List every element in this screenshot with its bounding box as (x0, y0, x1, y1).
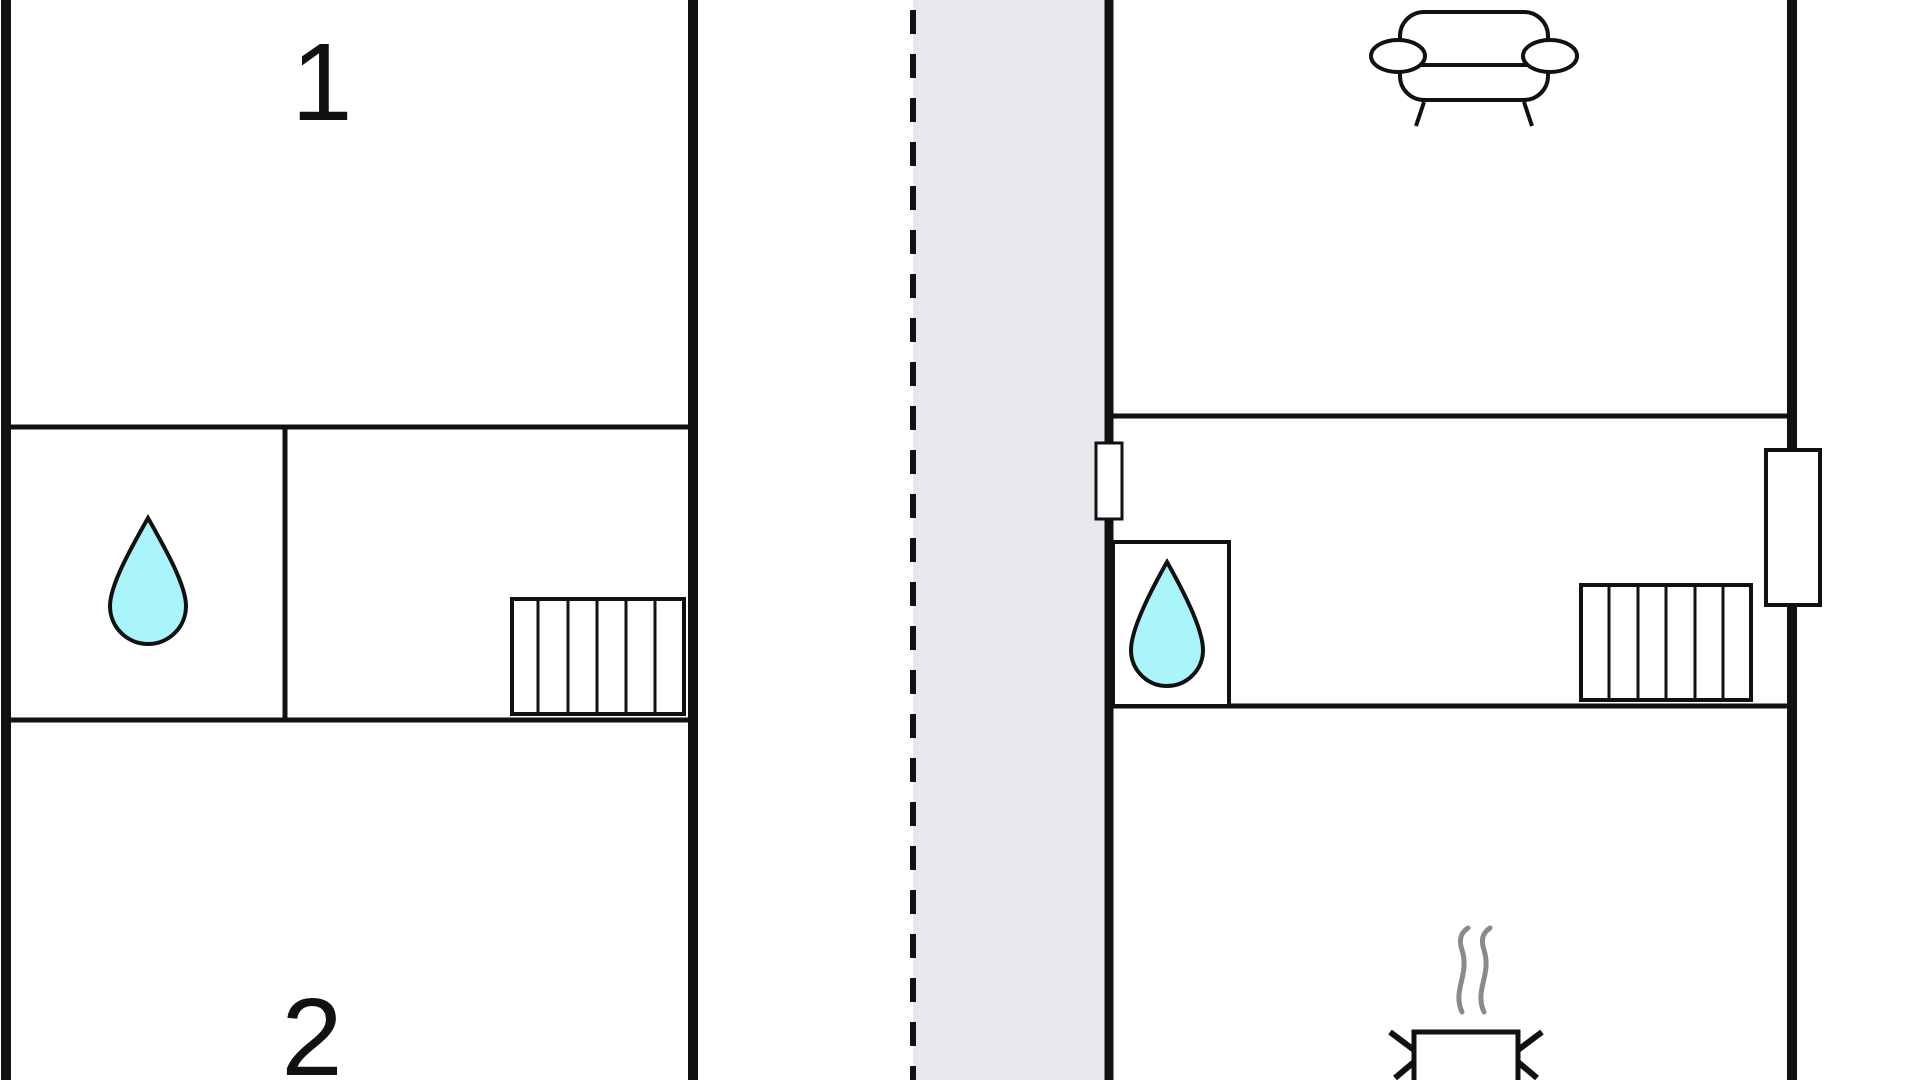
bathroom-water-drop-icon (107, 513, 189, 646)
radiator-heater-icon (510, 597, 686, 716)
door-icon (1764, 448, 1822, 607)
sofa-living-room-icon (1369, 10, 1579, 127)
door-icon (1094, 441, 1124, 521)
room-number-2: 2 (281, 976, 342, 1080)
corridor-area (913, 0, 1106, 1080)
left-unit: 1 2 (1, 0, 698, 1080)
right-unit (1094, 0, 1822, 1080)
kitchen-cooking-pot-icon (1388, 925, 1544, 1080)
bathroom-water-drop-icon (1128, 557, 1206, 688)
room-number-1: 1 (291, 21, 352, 144)
radiator-heater-icon (1579, 583, 1753, 702)
